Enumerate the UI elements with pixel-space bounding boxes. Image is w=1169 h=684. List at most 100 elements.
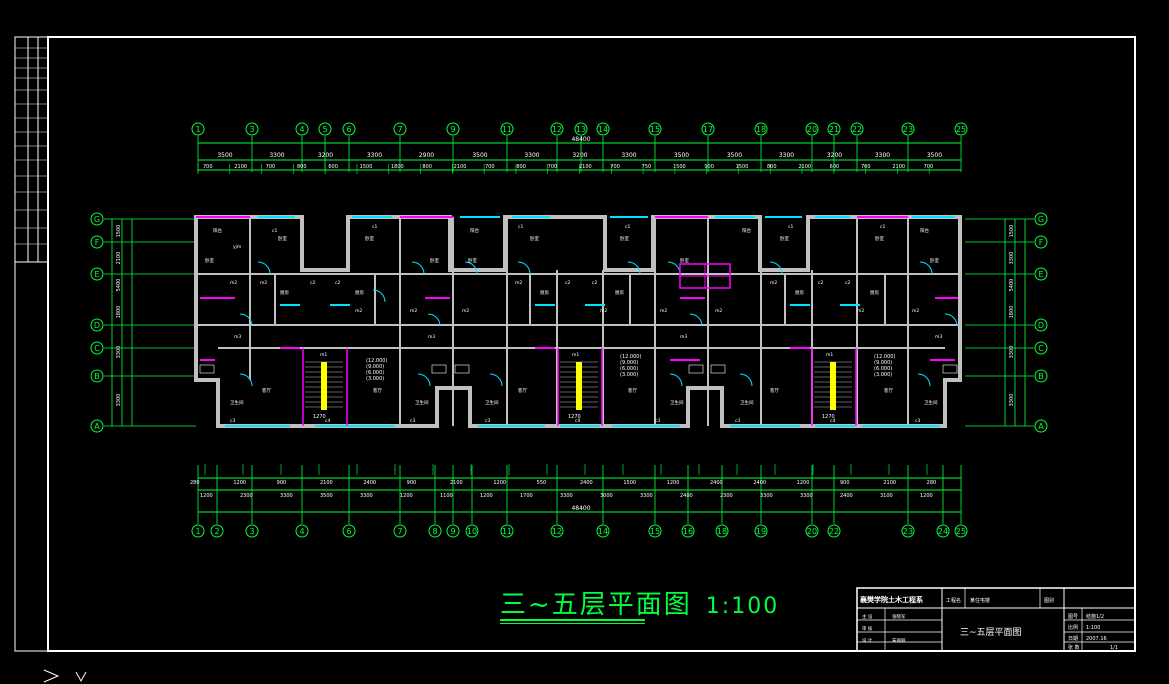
top-dim-row1-value: 3200 [318,152,333,159]
top-dim-row2-value: 700 [924,164,934,170]
bottom-total-dimension: 48400 [571,505,590,512]
bottom-axis-2-circle [210,524,224,538]
tb-project-label: 工程名 [946,597,961,604]
bottom-dim-row1-value: 3300 [360,493,373,499]
left-axis-D-circle [90,318,104,332]
top-dim-row2-value: 700 [203,164,213,170]
top-dim-row2-value: 750 [642,164,652,170]
bottom-axis-16-label: 16 [683,527,693,536]
bottom-dim-row2-value: 1200 [233,480,246,486]
elevation-label: (12.000) [874,354,895,360]
right-axis-E-circle [1034,267,1048,281]
top-axis-18-circle [754,122,768,136]
door-swing [239,313,253,327]
room-label: 厨房 [355,289,364,296]
tb-date: 2007.16 [1086,636,1107,642]
opening-tag: m3 [680,334,687,340]
opening-tag: m1 [572,352,579,358]
bottom-axis-9-circle [446,524,460,538]
bottom-dim-row1-value: 2400 [840,493,853,499]
opening-tag: c3 [655,418,660,424]
bottom-dim-row2-value: 900 [407,480,417,486]
door-swing [411,261,425,275]
bottom-dim-row1-value: 3300 [560,493,573,499]
top-dim-row2-value: 800 [422,164,432,170]
top-dim-row2-value: 700 [548,164,558,170]
bottom-axis-3-label: 3 [249,527,254,536]
top-dim-row1-value: 3300 [779,152,794,159]
opening-tag: m2 [912,308,919,314]
top-dim-row1-value: 3300 [524,152,539,159]
bottom-dim-row2-value: 280 [927,480,937,486]
room-label: 厨房 [870,289,879,296]
bottom-dim-row2-value: 1200 [797,480,810,486]
window-box [199,364,215,374]
bottom-axis-11-circle [500,524,514,538]
right-axis-G-circle [1034,212,1048,226]
top-axis-7-label: 7 [397,125,402,134]
opening-tag: c1 [272,228,277,234]
bottom-axis-22-circle [827,524,841,538]
top-dim-row2-value: 600 [328,164,338,170]
room-label: 卫生间 [740,399,754,406]
top-axis-21-circle [827,122,841,136]
door-swing [464,261,478,275]
room-label: 卧室 [430,257,439,264]
bottom-axis-12-circle [550,524,564,538]
opening-tag: c3 [410,418,415,424]
room-label: 阳台 [470,227,479,234]
opening-tag: c2 [592,280,597,286]
tb-date-label: 日期 [1068,636,1078,642]
cursor-arrow [43,669,60,683]
window-box [688,364,704,374]
opening-tag: c3 [485,418,490,424]
opening-tag: m2 [600,308,607,314]
bottom-axis-18-circle [715,524,729,538]
opening-tag: m2 [410,308,417,314]
left-axis-A-label: A [94,422,100,431]
elevation-label: (3.000) [366,376,384,382]
tb-row-label: 审 核 [862,625,873,632]
top-dim-row1-value: 3200 [827,152,842,159]
opening-tag: c1 [372,224,377,230]
opening-tag: c2 [310,280,315,286]
opening-tag: c1 [880,224,885,230]
right-axis-G-label: G [1038,215,1044,224]
tb-page-label: 张 数 [1068,644,1080,651]
room-label: 卧室 [620,235,629,242]
top-axis-6-circle [342,122,356,136]
bottom-dim-row2-value: 1200 [493,480,506,486]
room-label: 卫生间 [485,399,499,406]
top-dim-row1-value: 3200 [572,152,587,159]
opening-tag: c3 [915,418,920,424]
room-label: 卧室 [680,257,689,264]
top-dim-row2-value: 700 [610,164,620,170]
top-axis-6-label: 6 [346,125,351,134]
tb-school: 襄樊学院土木工程系 [859,595,923,604]
title-underline [500,619,645,621]
tb-sheet-no-label: 图号 [1068,614,1078,620]
bottom-dim-row1-value: 1200 [480,493,493,499]
bottom-axis-14-label: 14 [598,527,608,536]
top-dim-row1-value: 3500 [927,152,942,159]
left-dim-value: 5400 [116,279,122,292]
opening-tag: c1 [518,224,523,230]
opening-tag: m1 [320,352,327,358]
opening-tag: c2 [335,280,340,286]
bottom-axis-4-circle [295,524,309,538]
door-swing [769,261,783,275]
right-dim-value: 3300 [1009,394,1015,407]
room-label: 卫生间 [924,399,938,406]
opening-tag: m2 [857,308,864,314]
room-label: 厨房 [280,289,289,296]
top-dim-row1-value: 3500 [217,152,232,159]
top-axis-22-circle [850,122,864,136]
top-axis-22-label: 22 [852,125,862,134]
bottom-axis-25-label: 25 [956,527,966,536]
bottom-axis-19-circle [754,524,768,538]
top-dim-row2-value: 1500 [360,164,373,170]
left-axis-D-label: D [94,321,100,330]
bottom-axis-6-label: 6 [346,527,351,536]
